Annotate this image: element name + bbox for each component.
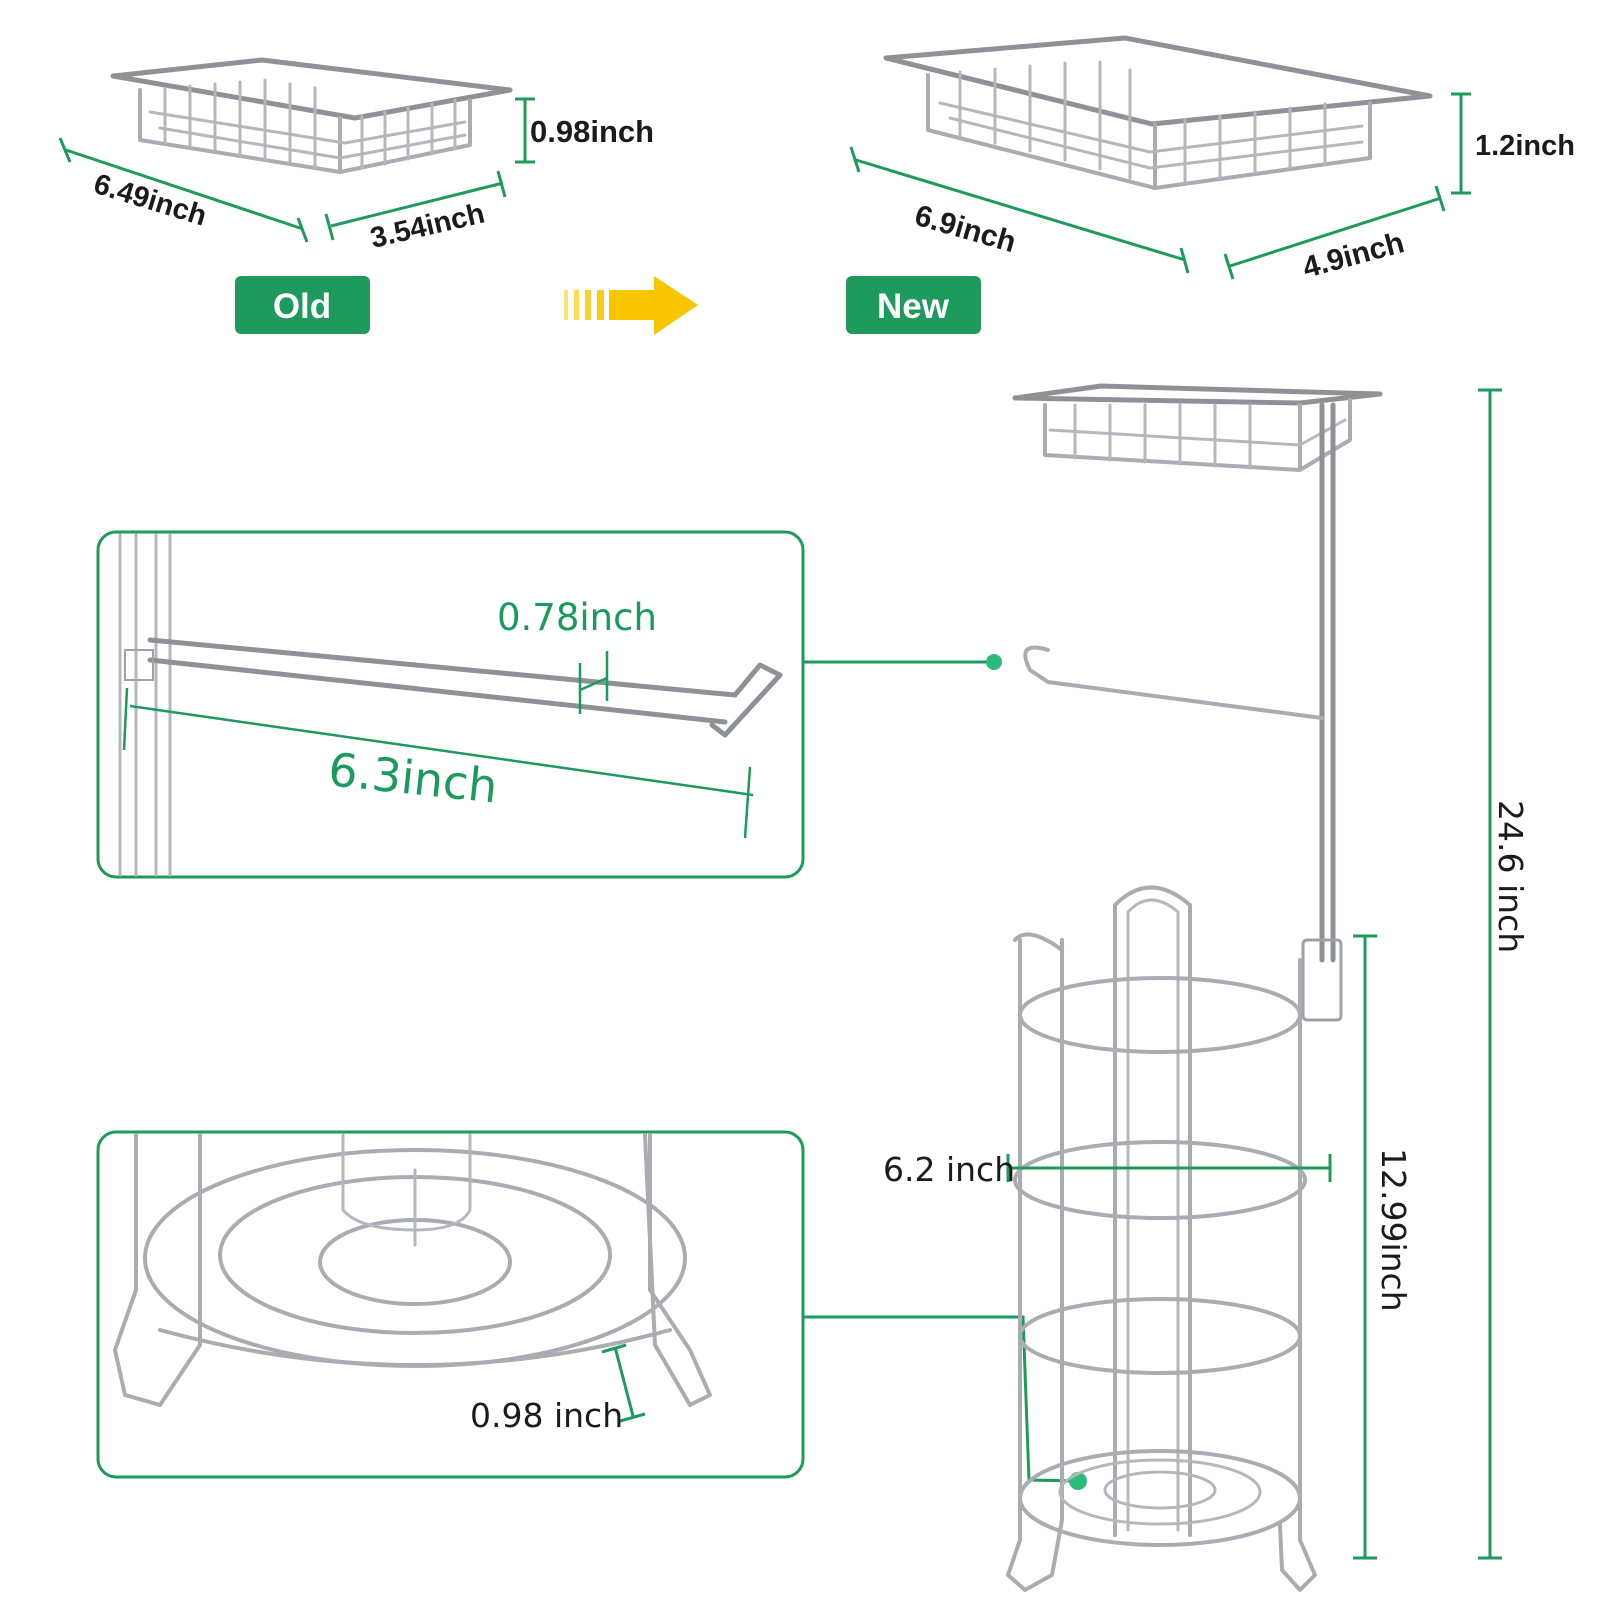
old-basket-illustration [110,57,513,174]
reserve-height-dimension [1353,934,1377,1560]
old-badge: Old [235,276,370,334]
diameter-dimension [1006,1154,1332,1182]
old-length-dimension [58,137,309,243]
arm-gap-label: 0.78inch [497,596,657,639]
new-basket-illustration [883,35,1433,190]
arm-length-dimension [122,687,754,839]
new-height-label: 1.2inch [1475,130,1575,162]
base-leader-line [803,1315,1087,1490]
new-height-dimension [1451,92,1471,195]
old-height-dimension [515,97,535,164]
old-badge-label: Old [273,287,331,326]
stand-illustration [1006,383,1383,1592]
arm-gap-dimension [578,651,609,714]
total-height-dimension [1478,388,1502,1560]
old-width-label: 3.54inch [367,198,487,255]
diameter-label: 6.2 inch [883,1150,1015,1189]
reserve-height-label: 12.99inch [1374,1148,1413,1312]
new-width-label: 4.9inch [1299,226,1407,285]
base-detail-panel [96,1130,805,1479]
new-length-label: 6.9inch [911,199,1019,259]
arm-leader-line [803,654,1002,670]
foot-height-label: 0.98 inch [470,1396,623,1435]
old-width-dimension [324,170,507,241]
new-badge-label: New [877,287,950,326]
old-height-label: 0.98inch [530,114,654,149]
new-badge: New [846,276,981,334]
arm-detail-panel [96,530,805,879]
total-height-label: 24.6 inch [1491,800,1530,953]
foot-height-dimension [601,1343,646,1423]
arrow-icon [564,276,698,335]
new-width-dimension [1223,185,1446,280]
new-length-dimension [849,146,1190,274]
